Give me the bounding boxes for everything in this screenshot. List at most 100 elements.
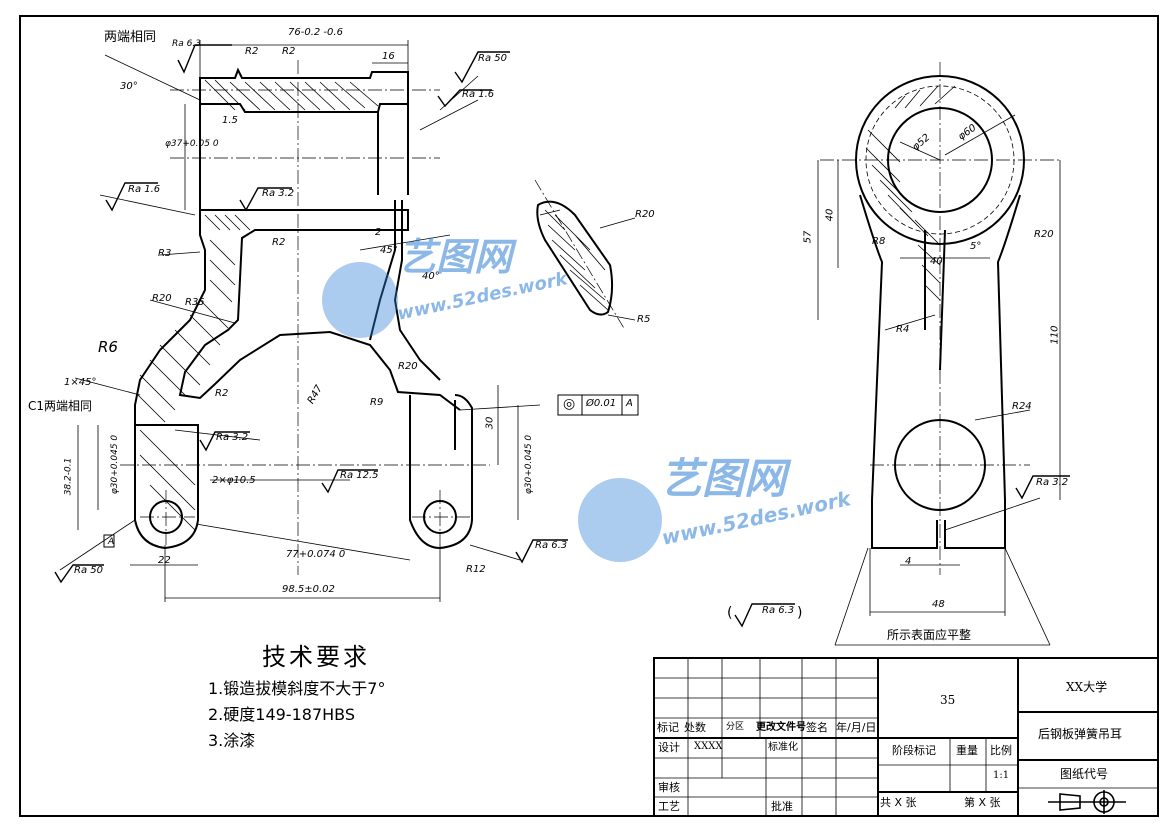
scale-value: 1:1 [993,770,1010,781]
dim-76: 76-0.2 -0.6 [288,27,343,38]
ra-32-mid: Ra 3.2 [262,188,295,199]
dim-2xphi10: 2×φ10.5 [212,475,256,486]
dim-45deg: 45° [380,245,398,256]
drawing-number-label: 图纸代号 [1060,767,1109,781]
dim-38-2: 38.2-0.1 [63,457,74,496]
scale-label: 比例 [990,744,1012,757]
dim-phi30-left: φ30+0.045 0 [110,434,121,495]
requirement-2: 2.硬度149-187HBS [208,705,356,724]
front-view [134,67,473,550]
title-block-grid [653,657,1159,817]
dim-4: 4 [905,556,912,567]
material: 35 [940,693,956,707]
watermark-brand-2: 艺图网 [660,454,787,503]
dim-r2-d: R2 [215,388,229,399]
requirement-3: 3.涂漆 [208,731,256,750]
dim-r2-b: R2 [282,46,296,57]
general-roughness-close-paren: ) [797,605,803,621]
dim-r20-b: R20 [398,361,418,372]
dim-98-5: 98.5±0.02 [282,584,335,595]
dim-chamfer: 1×45° [64,377,97,388]
process-label: 工艺 [658,800,680,813]
dim-5deg: 5° [970,241,982,252]
dim-r9: R9 [370,397,384,408]
dim-phi37: φ37+0.05 0 [165,139,219,149]
header-signature: 签名 [806,721,828,734]
tolerance-value: Ø0.01 [586,398,617,409]
dim-2: 2 [375,227,382,238]
ra-50-bottom: Ra 50 [74,565,103,576]
dim-77: 77+0.074 0 [286,549,346,560]
dim-r24: R24 [1012,401,1032,412]
dimension-lines-front [59,40,541,602]
ra-32-side: Ra 3.2 [1036,477,1069,488]
stage-label: 阶段标记 [892,744,936,757]
school-name: XX大学 [1066,680,1108,694]
tolerance-datum: A [626,398,633,409]
coaxiality-icon: ◎ [563,396,576,412]
general-roughness: Ra 6.3 [762,605,795,616]
header-count: 处数 [684,721,706,734]
dim-22: 22 [158,555,171,566]
roughness-symbols-side [734,475,1070,628]
dim-57: 57 [802,230,814,244]
sheet-number: 第 X 张 [964,796,1001,809]
ra-63-lug: Ra 6.3 [535,540,568,551]
weight-label: 重量 [956,744,978,757]
dim-r8: R8 [872,236,886,247]
header-change-doc: 更改文件号 [756,722,806,733]
standardize-label: 标准化 [768,742,798,753]
design-label: 设计 [658,741,680,754]
review-label: 审核 [658,781,680,794]
dim-40-width: 40 [930,256,943,267]
dim-r3: R3 [158,248,172,259]
dim-1-5: 1.5 [222,115,238,126]
requirements-title: 技术要求 [262,643,370,671]
roughness-symbols-front [54,44,568,584]
dim-r35: R35 [185,297,205,308]
ra-63-top: Ra 6.3 [172,39,201,49]
dim-section-r5: R5 [637,314,651,325]
ra-16-top: Ra 1.6 [462,89,495,100]
tolerance-frame [103,394,639,548]
dim-40deg: 40° [422,271,440,282]
ra-16-left: Ra 1.6 [128,184,161,195]
dim-r2-c: R2 [272,237,286,248]
centerlines-front [120,60,490,575]
dim-110: 110 [1049,325,1061,345]
header-zone: 分区 [726,722,745,732]
projection-symbol-icon [1048,790,1126,814]
requirement-1: 1.锻造拔模斜度不大于7° [208,679,386,698]
part-name: 后钢板弹簧吊耳 [1038,727,1123,741]
note-flat-surface: 所示表面应平整 [887,628,972,642]
general-roughness-open-paren: ( [727,605,733,621]
note-both-ends: 两端相同 [104,30,157,45]
dim-r2-a: R2 [245,46,259,57]
header-date: 年/月/日 [836,721,877,734]
dim-16: 16 [382,51,395,62]
hatching-side [865,85,956,301]
dim-r20-a: R20 [152,293,172,304]
total-sheets: 共 X 张 [880,796,917,809]
dim-r4: R4 [896,324,910,335]
ra-50-top: Ra 50 [478,53,507,64]
hatching-front [137,79,379,531]
designer-name: XXXX [694,741,723,752]
ra-32-lug: Ra 3.2 [216,432,249,443]
centerlines-side [820,62,1060,575]
section-view [534,179,636,331]
dim-r6: R6 [98,338,118,356]
dimension-lines-side [817,114,1061,646]
dim-30deg: 30° [120,81,138,92]
datum-label-a: A [108,537,115,547]
dim-30: 30 [484,416,496,430]
dim-40-side: 40 [824,208,836,222]
dim-section-r20: R20 [635,209,655,220]
dim-phi30-right: φ30+0.045 0 [524,434,535,495]
dim-r12: R12 [466,564,486,575]
dim-48: 48 [932,599,945,610]
note-c1: C1两端相同 [28,399,93,413]
header-mark: 标记 [657,721,679,734]
ra-125: Ra 12.5 [340,470,379,481]
